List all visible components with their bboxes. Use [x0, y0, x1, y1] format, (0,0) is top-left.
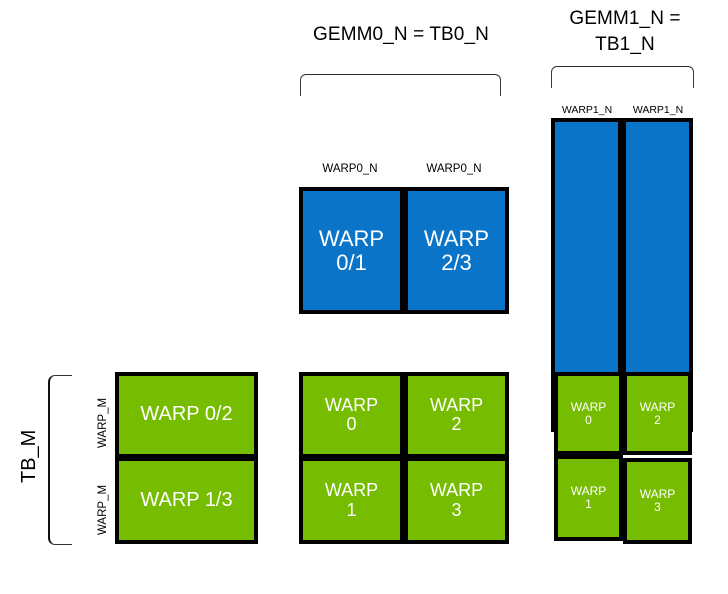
heading-gemm1-line2: TB1_N [595, 34, 655, 55]
green-box-warp-0-2-left[interactable]: WARP 0/2 [115, 372, 258, 458]
label-warp0n-col1: WARP0_N [322, 163, 378, 175]
label-warp-m-row1: WARP_M [97, 397, 109, 448]
green-box-warp-2-right[interactable]: WARP 2 [623, 372, 692, 455]
label-tb-m: TB_M [18, 429, 40, 483]
green-box-warp-0-middle[interactable]: WARP 0 [299, 372, 404, 458]
heading-gemm1-line1: GEMM1_N = [569, 8, 681, 29]
blue-box-warp-0-1-middle[interactable]: WARP 0/1 [299, 187, 404, 314]
blue-box-warp-2-3-middle[interactable]: WARP 2/3 [404, 187, 509, 314]
bracket-tb-m-span [48, 375, 72, 545]
green-box-warp-1-right[interactable]: WARP 1 [554, 455, 623, 541]
green-box-warp-1-3-left[interactable]: WARP 1/3 [115, 457, 258, 544]
bracket-gemm0-span [300, 74, 501, 96]
green-box-warp-1-middle[interactable]: WARP 1 [299, 457, 404, 544]
green-box-warp-2-middle[interactable]: WARP 2 [404, 372, 509, 458]
label-warp1n-col2: WARP1_N [632, 104, 684, 116]
green-box-warp-0-right[interactable]: WARP 0 [554, 372, 623, 455]
label-warp0n-col2: WARP0_N [426, 163, 482, 175]
heading-gemm0: GEMM0_N = TB0_N [313, 24, 489, 45]
green-box-warp-3-right[interactable]: WARP 3 [623, 458, 692, 544]
label-warp-m-row2: WARP_M [97, 484, 109, 535]
bracket-gemm1-span [551, 66, 694, 88]
label-warp1n-col1: WARP1_N [561, 104, 613, 116]
green-box-warp-3-middle[interactable]: WARP 3 [404, 457, 509, 544]
